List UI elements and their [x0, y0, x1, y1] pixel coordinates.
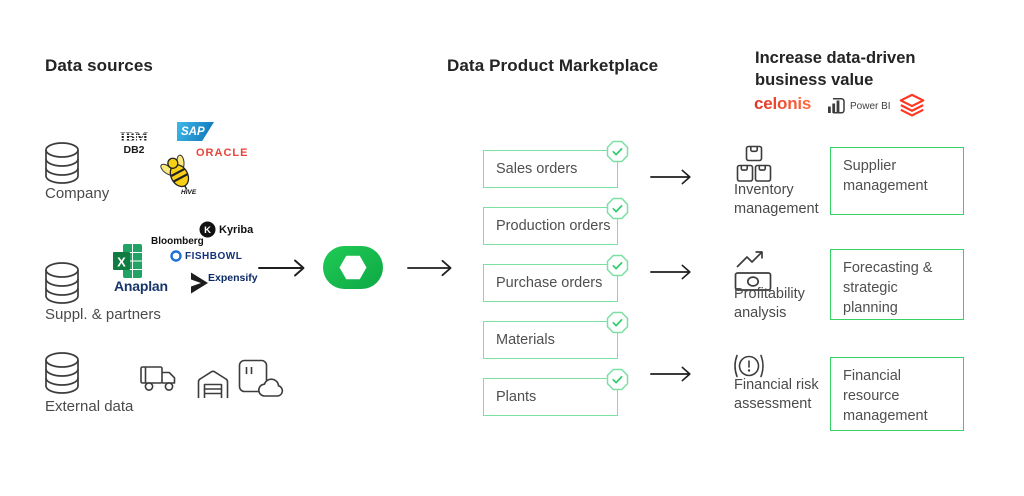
- use-case-label-inventory-management: Inventory management: [734, 182, 819, 217]
- sap-wordmark: SAP: [181, 125, 205, 138]
- truck-icon: [140, 366, 176, 391]
- value-box-label: Supplier management: [843, 158, 928, 194]
- data-product-label: Sales orders: [496, 161, 578, 177]
- data-product-purchase-orders: Purchase orders: [483, 254, 629, 302]
- fishbowl-logo: FISHBOWL: [170, 250, 242, 262]
- group-label-external-data: External data: [45, 398, 134, 415]
- group-label-company: Company: [45, 185, 110, 202]
- data-product-label: Materials: [496, 332, 555, 348]
- document-cloud-icon: [238, 359, 284, 397]
- group-label-suppl-partners: Suppl. & partners: [45, 306, 161, 323]
- database-icon: [45, 142, 79, 184]
- data-product-label: Plants: [496, 389, 537, 405]
- kyriba-wordmark: Kyriba: [219, 223, 254, 236]
- database-icon: [45, 352, 79, 394]
- risk-alert-icon: [734, 354, 764, 378]
- anaplan-logo: Anaplan: [114, 278, 168, 294]
- use-case-label-profitability-analysis: Profitability analysis: [734, 286, 805, 321]
- check-badge-icon: [606, 140, 629, 163]
- dynamics365-logo: [191, 272, 208, 294]
- db2-wordmark: DB2: [123, 144, 145, 156]
- kyriba-icon: K: [199, 221, 216, 238]
- excel-logo: X: [113, 244, 142, 278]
- flow-arrow: [258, 259, 305, 277]
- celonis-platform-icon: [323, 246, 383, 289]
- ibm-db2-logo: IBM DB2: [120, 130, 148, 157]
- flow-arrow: [407, 259, 452, 277]
- apache-hive-logo: HIVE: [160, 154, 197, 196]
- kyriba-k-glyph: K: [204, 225, 211, 236]
- value-box-label: Forecasting & strategic planning: [843, 260, 933, 316]
- flow-arrow: [650, 264, 691, 280]
- data-product-materials: Materials: [483, 311, 629, 359]
- powerbi-wordmark: Power BI: [850, 100, 891, 112]
- powerbi-icon: [828, 98, 845, 114]
- fishbowl-icon: [170, 250, 182, 262]
- data-product-label: Production orders: [496, 218, 611, 234]
- oracle-logo: ORACLE: [196, 147, 249, 159]
- ibm-wordmark: IBM: [120, 130, 148, 145]
- business-value-title: Increase data-driven business value: [755, 48, 955, 91]
- data-product-production-orders: Production orders: [483, 197, 629, 245]
- sap-logo: SAP: [177, 122, 214, 141]
- data-product-sales-orders: Sales orders: [483, 140, 629, 188]
- check-badge-icon: [606, 197, 629, 220]
- profitability-chart-icon: [734, 251, 772, 291]
- use-case-label-financial-risk-assessment: Financial risk assessment: [734, 377, 819, 412]
- data-product-plants: Plants: [483, 368, 629, 416]
- celonis-logo: celonis: [754, 94, 812, 113]
- hive-wordmark: HIVE: [181, 189, 197, 196]
- business-value-title-line1: Increase data-driven: [755, 49, 916, 67]
- check-badge-icon: [606, 311, 629, 334]
- fishbowl-wordmark: FISHBOWL: [185, 250, 243, 262]
- business-value-title-line2: business value: [755, 70, 874, 89]
- value-box-label: Financial resource management: [843, 368, 928, 424]
- warehouse-icon: [197, 370, 229, 398]
- data-product-label: Purchase orders: [496, 275, 603, 291]
- check-badge-icon: [606, 368, 629, 391]
- database-icon: [45, 262, 79, 304]
- flow-arrow: [650, 366, 691, 382]
- value-box-financial-resource-management: Financial resource management: [830, 357, 964, 431]
- value-box-forecasting-strategic-planning: Forecasting & strategic planning: [830, 249, 964, 320]
- expensify-logo: Expensify: [208, 272, 258, 284]
- value-box-supplier-management: Supplier management: [830, 147, 964, 215]
- bloomberg-logo: Bloomberg: [151, 236, 204, 247]
- kyriba-logo: K Kyriba: [199, 221, 253, 238]
- flow-arrow: [650, 169, 691, 185]
- excel-x-glyph: X: [117, 255, 126, 270]
- data-sources-title: Data sources: [45, 56, 153, 75]
- inventory-boxes-icon: [736, 145, 772, 182]
- marketplace-title: Data Product Marketplace: [447, 56, 659, 75]
- databricks-icon: [899, 93, 925, 117]
- check-badge-icon: [606, 254, 629, 277]
- powerbi-logo: Power BI: [826, 97, 891, 115]
